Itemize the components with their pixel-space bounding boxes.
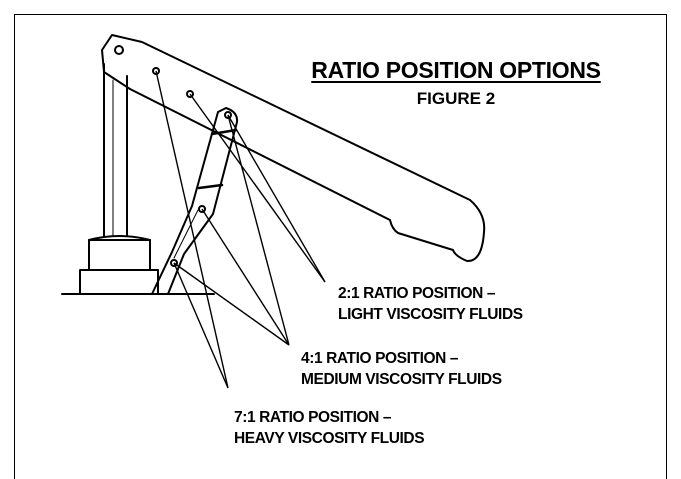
leader-7to1-c bbox=[173, 262, 290, 346]
linkage-inner bbox=[173, 209, 199, 259]
callout-2to1-line2: LIGHT VISCOSITY FLUIDS bbox=[338, 306, 523, 323]
hole-7to1 bbox=[170, 259, 178, 267]
pump-base-upper bbox=[88, 239, 151, 271]
leader-4to1-b bbox=[227, 114, 290, 346]
hole-2to1 bbox=[224, 111, 232, 119]
pump-base-lower bbox=[79, 269, 159, 295]
callout-7to1-line1: 7:1 RATIO POSITION – bbox=[234, 409, 392, 426]
pivot-top-hole bbox=[114, 45, 124, 55]
callout-4to1: 4:1 RATIO POSITION – MEDIUM VISCOSITY FL… bbox=[301, 348, 502, 390]
callout-4to1-line1: 4:1 RATIO POSITION – bbox=[301, 350, 459, 367]
figure-frame bbox=[14, 14, 667, 479]
figure-subtitle: FIGURE 2 bbox=[416, 89, 496, 108]
leader-2to1-a bbox=[227, 114, 326, 283]
linkage-arm bbox=[151, 107, 239, 295]
leader-7to1-a bbox=[173, 262, 229, 389]
pump-base-collar bbox=[88, 235, 151, 241]
callout-2to1-line1: 2:1 RATIO POSITION – bbox=[338, 285, 496, 302]
pump-handle bbox=[101, 34, 486, 262]
callout-4to1-line2: MEDIUM VISCOSITY FLUIDS bbox=[301, 371, 502, 388]
figure-title: RATIO POSITION OPTIONS bbox=[311, 57, 601, 83]
callout-7to1-line2: HEAVY VISCOSITY FLUIDS bbox=[234, 430, 425, 447]
hole-handle-2 bbox=[186, 90, 194, 98]
leader-7to1-b bbox=[155, 70, 229, 389]
callout-2to1: 2:1 RATIO POSITION – LIGHT VISCOSITY FLU… bbox=[338, 283, 523, 325]
hole-4to1 bbox=[198, 205, 206, 213]
linkage-band-2 bbox=[197, 183, 224, 190]
callout-7to1: 7:1 RATIO POSITION – HEAVY VISCOSITY FLU… bbox=[234, 407, 425, 449]
leader-2to1-b bbox=[189, 93, 326, 283]
leader-4to1-a bbox=[201, 208, 290, 346]
